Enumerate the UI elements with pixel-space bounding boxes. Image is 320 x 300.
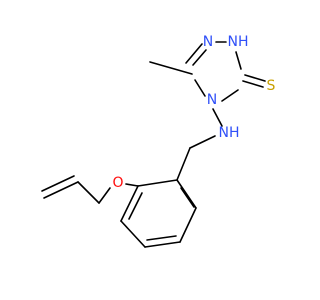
bond-c5-n1-double xyxy=(192,49,207,66)
atom-n2-nh: NH xyxy=(228,34,249,50)
structure-canvas: N NH N S NH O xyxy=(41,34,276,248)
bond-ar5-ar6 xyxy=(120,185,139,222)
bond-c3-n4 xyxy=(221,89,239,102)
atom-s: S xyxy=(267,78,276,94)
bond-ar2-ar3 xyxy=(179,207,197,243)
bond-c3-s xyxy=(242,80,264,88)
bond-ar3-ar4-inner xyxy=(146,235,177,241)
bond-o-ch2 xyxy=(98,187,111,204)
atom-nh-amine: NH xyxy=(219,125,240,141)
bond-c5-n1 xyxy=(185,43,203,64)
molecule-structure-diagram: N NH N S NH O xyxy=(41,34,276,248)
bond-ar1-ar2 xyxy=(176,179,197,209)
bond-ar6-ar1 xyxy=(137,179,178,187)
bond-aryl-o xyxy=(125,183,139,187)
bond-n2-c3 xyxy=(235,51,242,70)
atom-n1: N xyxy=(203,34,213,50)
atom-o: O xyxy=(112,175,123,191)
bond-ar1-ar2-inner xyxy=(180,187,195,208)
bond-ar4-ar5 xyxy=(120,220,146,248)
bond-ar5-ar6-inner xyxy=(128,192,143,220)
bond-nh-ch2 xyxy=(189,135,216,149)
bond-n4-nh xyxy=(212,108,223,127)
bond-ch-ch2-terminal xyxy=(43,181,79,199)
bond-c3-s-double xyxy=(244,74,266,82)
bond-ch2-aryl xyxy=(176,147,191,181)
bond-ch-ch2-terminal-double xyxy=(41,175,75,192)
bond-ch2-ch xyxy=(77,181,100,204)
atom-n4: N xyxy=(207,92,217,108)
bonds xyxy=(41,41,266,248)
bond-c5-methyl xyxy=(149,61,193,75)
atom-labels: N NH N S NH O xyxy=(112,34,275,191)
bond-ar3-ar4 xyxy=(144,241,181,248)
bond-n4-c5 xyxy=(194,79,206,97)
